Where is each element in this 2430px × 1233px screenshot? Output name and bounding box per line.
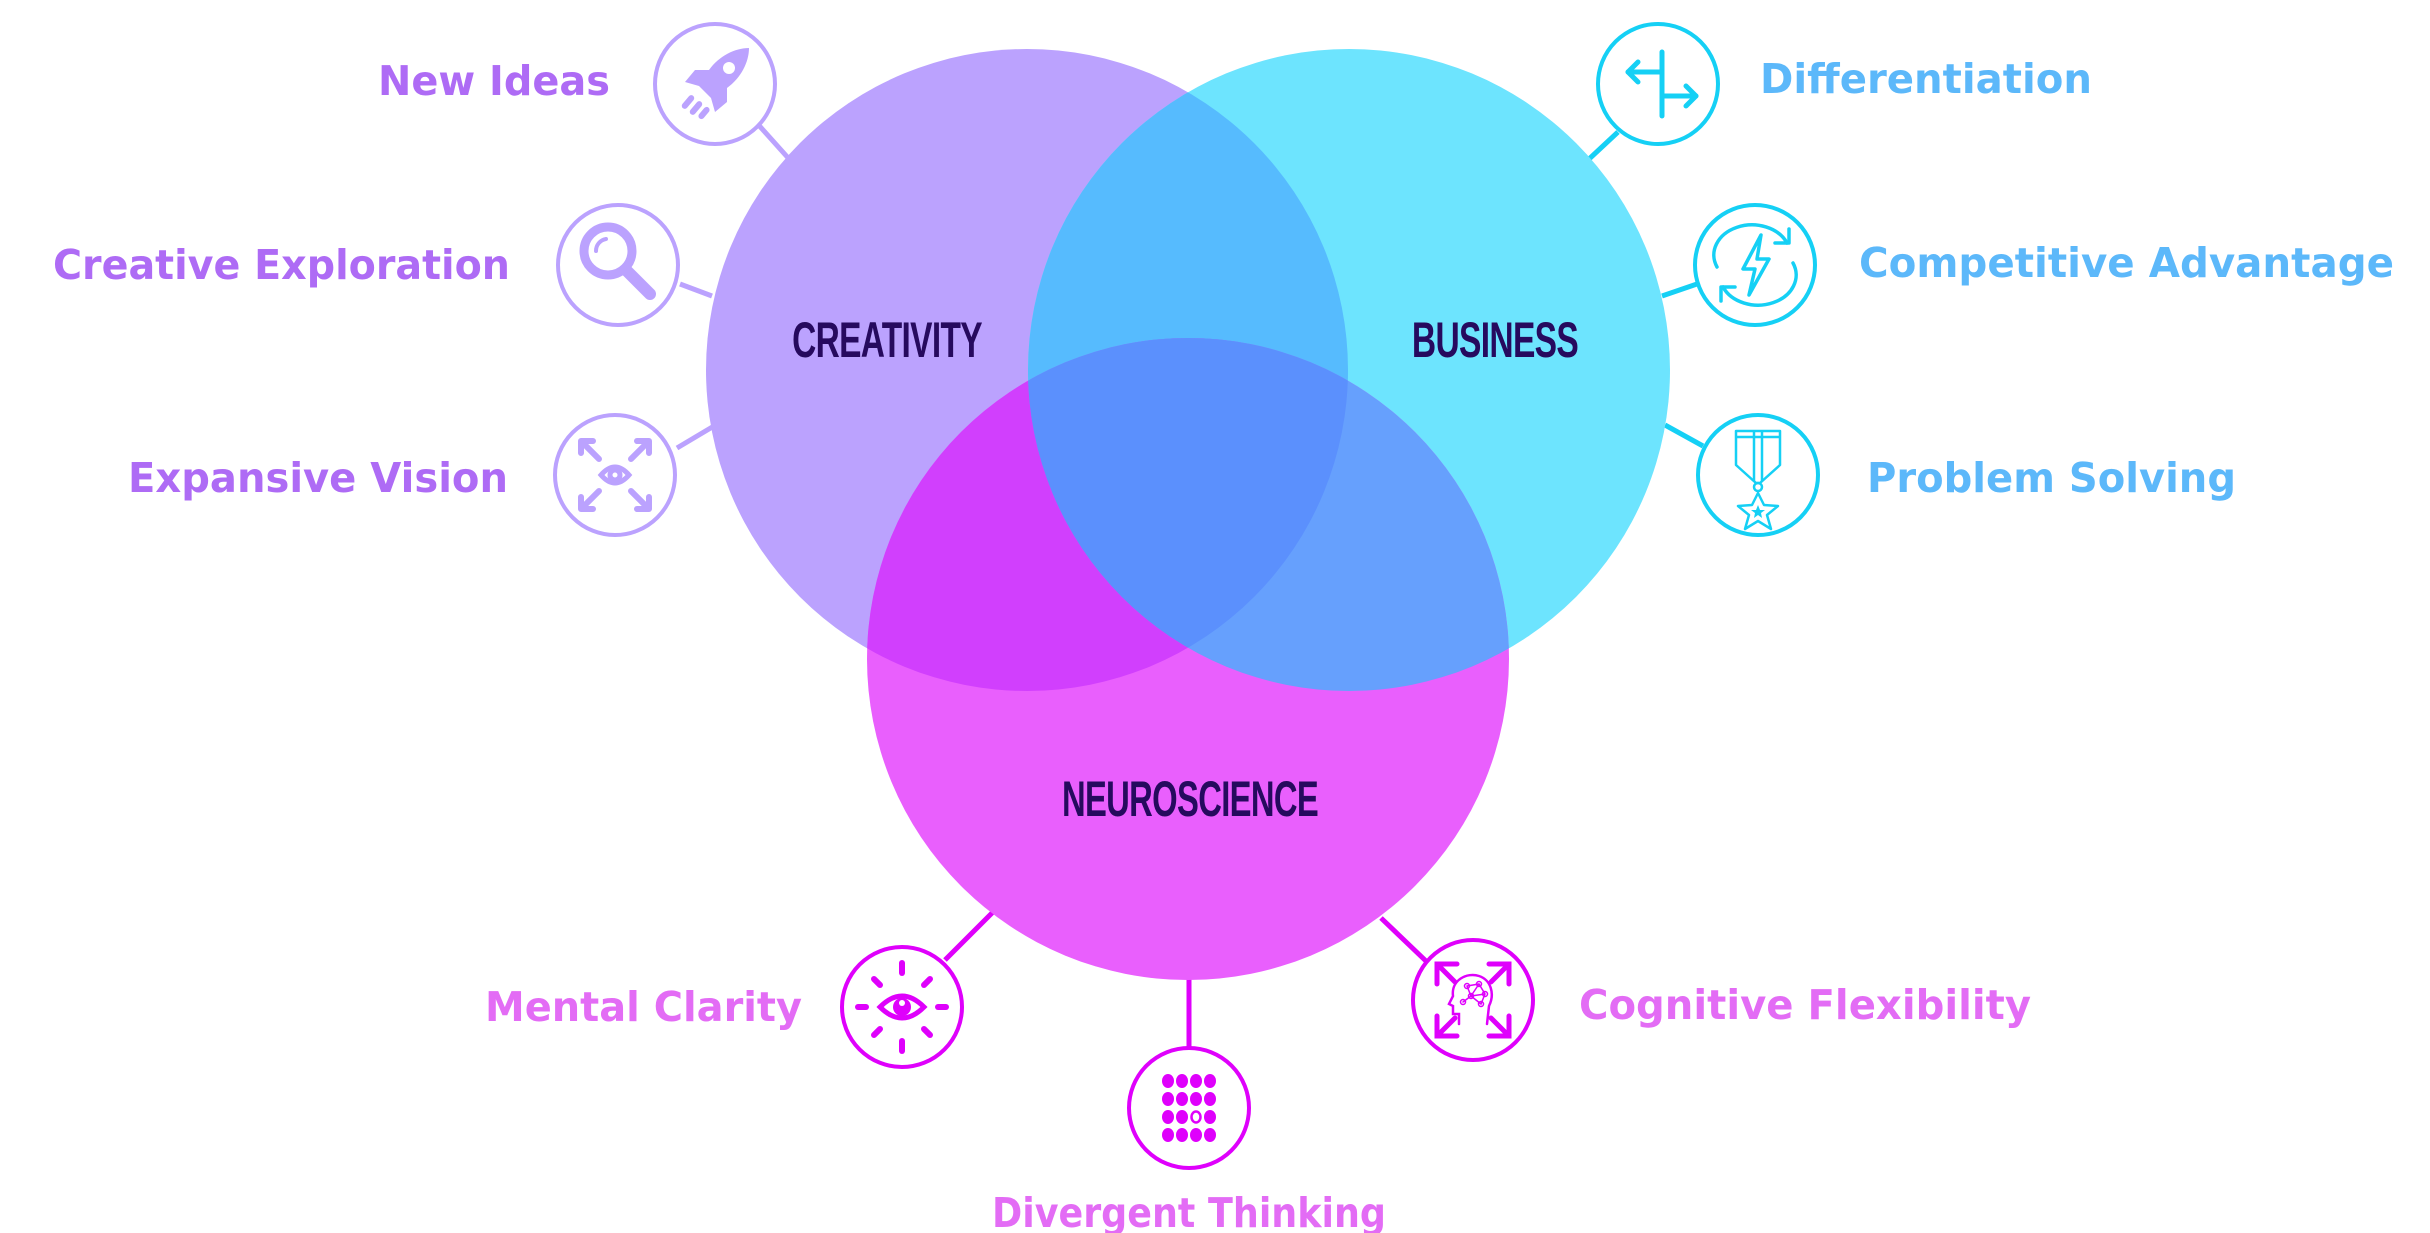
label-divergent-thinking: Divergent Thinking	[992, 1189, 1386, 1233]
grid-dot	[1162, 1074, 1174, 1088]
neuroscience-label: NEUROSCIENCE	[1062, 770, 1318, 826]
dot-grid-icon	[1162, 1074, 1216, 1142]
connector-expansive-vision	[675, 423, 716, 451]
grid-dot	[1204, 1074, 1216, 1088]
expansive-vision-node	[553, 413, 677, 537]
label-problem-solving: Problem Solving	[1867, 454, 2236, 502]
brain-head-icon	[1434, 961, 1512, 1039]
medal-icon	[1734, 429, 1782, 531]
cognitive-flexibility-node	[1411, 938, 1535, 1062]
creative-exploration-node	[556, 203, 680, 327]
grid-dot	[1176, 1110, 1188, 1124]
business-label: BUSINESS	[1412, 311, 1578, 367]
competitive-advantage-node	[1693, 203, 1817, 327]
label-expansive-vision: Expansive Vision	[128, 454, 508, 502]
connector-cognitive-flexibility	[1379, 916, 1429, 964]
grid-dot	[1204, 1110, 1216, 1124]
connector-creative-exploration	[679, 281, 713, 299]
label-new-ideas: New Ideas	[378, 57, 610, 105]
connector-differentiation	[1586, 130, 1620, 162]
grid-dot	[1190, 1110, 1202, 1124]
grid-dot	[1162, 1092, 1174, 1106]
mental-clarity-node	[840, 945, 964, 1069]
connector-problem-solving	[1663, 422, 1705, 449]
grid-dot	[1176, 1128, 1188, 1142]
grid-dot	[1176, 1074, 1188, 1088]
connector-competitive-advantage	[1661, 281, 1698, 299]
label-differentiation: Differentiation	[1760, 55, 2092, 103]
differentiation-node	[1596, 22, 1720, 146]
radiant-eye-icon	[855, 960, 949, 1054]
connector-mental-clarity	[943, 908, 997, 962]
grid-dot	[1204, 1092, 1216, 1106]
expand-eye-icon	[578, 438, 652, 512]
divergent-thinking-node	[1127, 1046, 1251, 1170]
lightning-cycle-icon	[1712, 223, 1798, 307]
label-creative-exploration: Creative Exploration	[53, 241, 510, 289]
grid-dot	[1162, 1128, 1174, 1142]
split-arrows-icon	[1625, 49, 1699, 119]
grid-dot	[1162, 1110, 1174, 1124]
venn-regions	[706, 49, 1670, 980]
problem-solving-node	[1696, 413, 1820, 537]
label-competitive-advantage: Competitive Advantage	[1859, 239, 2394, 287]
grid-dot	[1190, 1128, 1202, 1142]
rocket-icon	[681, 48, 749, 120]
label-mental-clarity: Mental Clarity	[485, 983, 802, 1031]
creativity-label: CREATIVITY	[792, 311, 983, 367]
connector-new-ideas	[753, 119, 792, 162]
magnifier-icon	[579, 222, 656, 300]
label-cognitive-flexibility: Cognitive Flexibility	[1579, 981, 2031, 1029]
grid-dot	[1204, 1128, 1216, 1142]
grid-dot	[1190, 1074, 1202, 1088]
grid-dot	[1190, 1092, 1202, 1106]
connectors	[675, 119, 1705, 1047]
new-ideas-node	[653, 22, 777, 146]
grid-dot	[1176, 1092, 1188, 1106]
